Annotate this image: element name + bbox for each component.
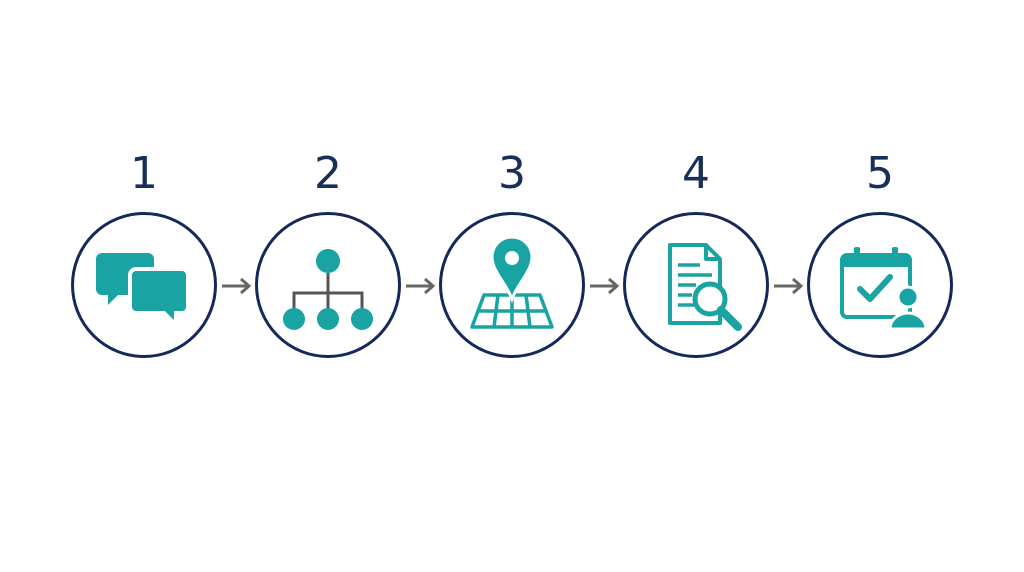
- step-5-number: 5: [866, 148, 894, 199]
- arrow-1-icon: [222, 277, 252, 295]
- arrow-4-icon: [774, 277, 804, 295]
- step-1-circle: [71, 212, 217, 358]
- chat-bubbles-icon: [96, 253, 190, 330]
- step-3-circle: [439, 212, 585, 358]
- calendar-user-check-icon: [840, 247, 928, 331]
- step-5-circle: [807, 212, 953, 358]
- step-1-number: 1: [130, 148, 158, 199]
- step-3-number: 3: [498, 148, 526, 199]
- org-chart-icon: [283, 249, 373, 330]
- document-search-icon: [668, 243, 742, 331]
- step-4-circle: [623, 212, 769, 358]
- step-2-number: 2: [314, 148, 342, 199]
- map-pin-icon: [470, 235, 554, 329]
- step-2-circle: [255, 212, 401, 358]
- step-4-number: 4: [682, 148, 710, 199]
- arrow-3-icon: [590, 277, 620, 295]
- arrow-2-icon: [406, 277, 436, 295]
